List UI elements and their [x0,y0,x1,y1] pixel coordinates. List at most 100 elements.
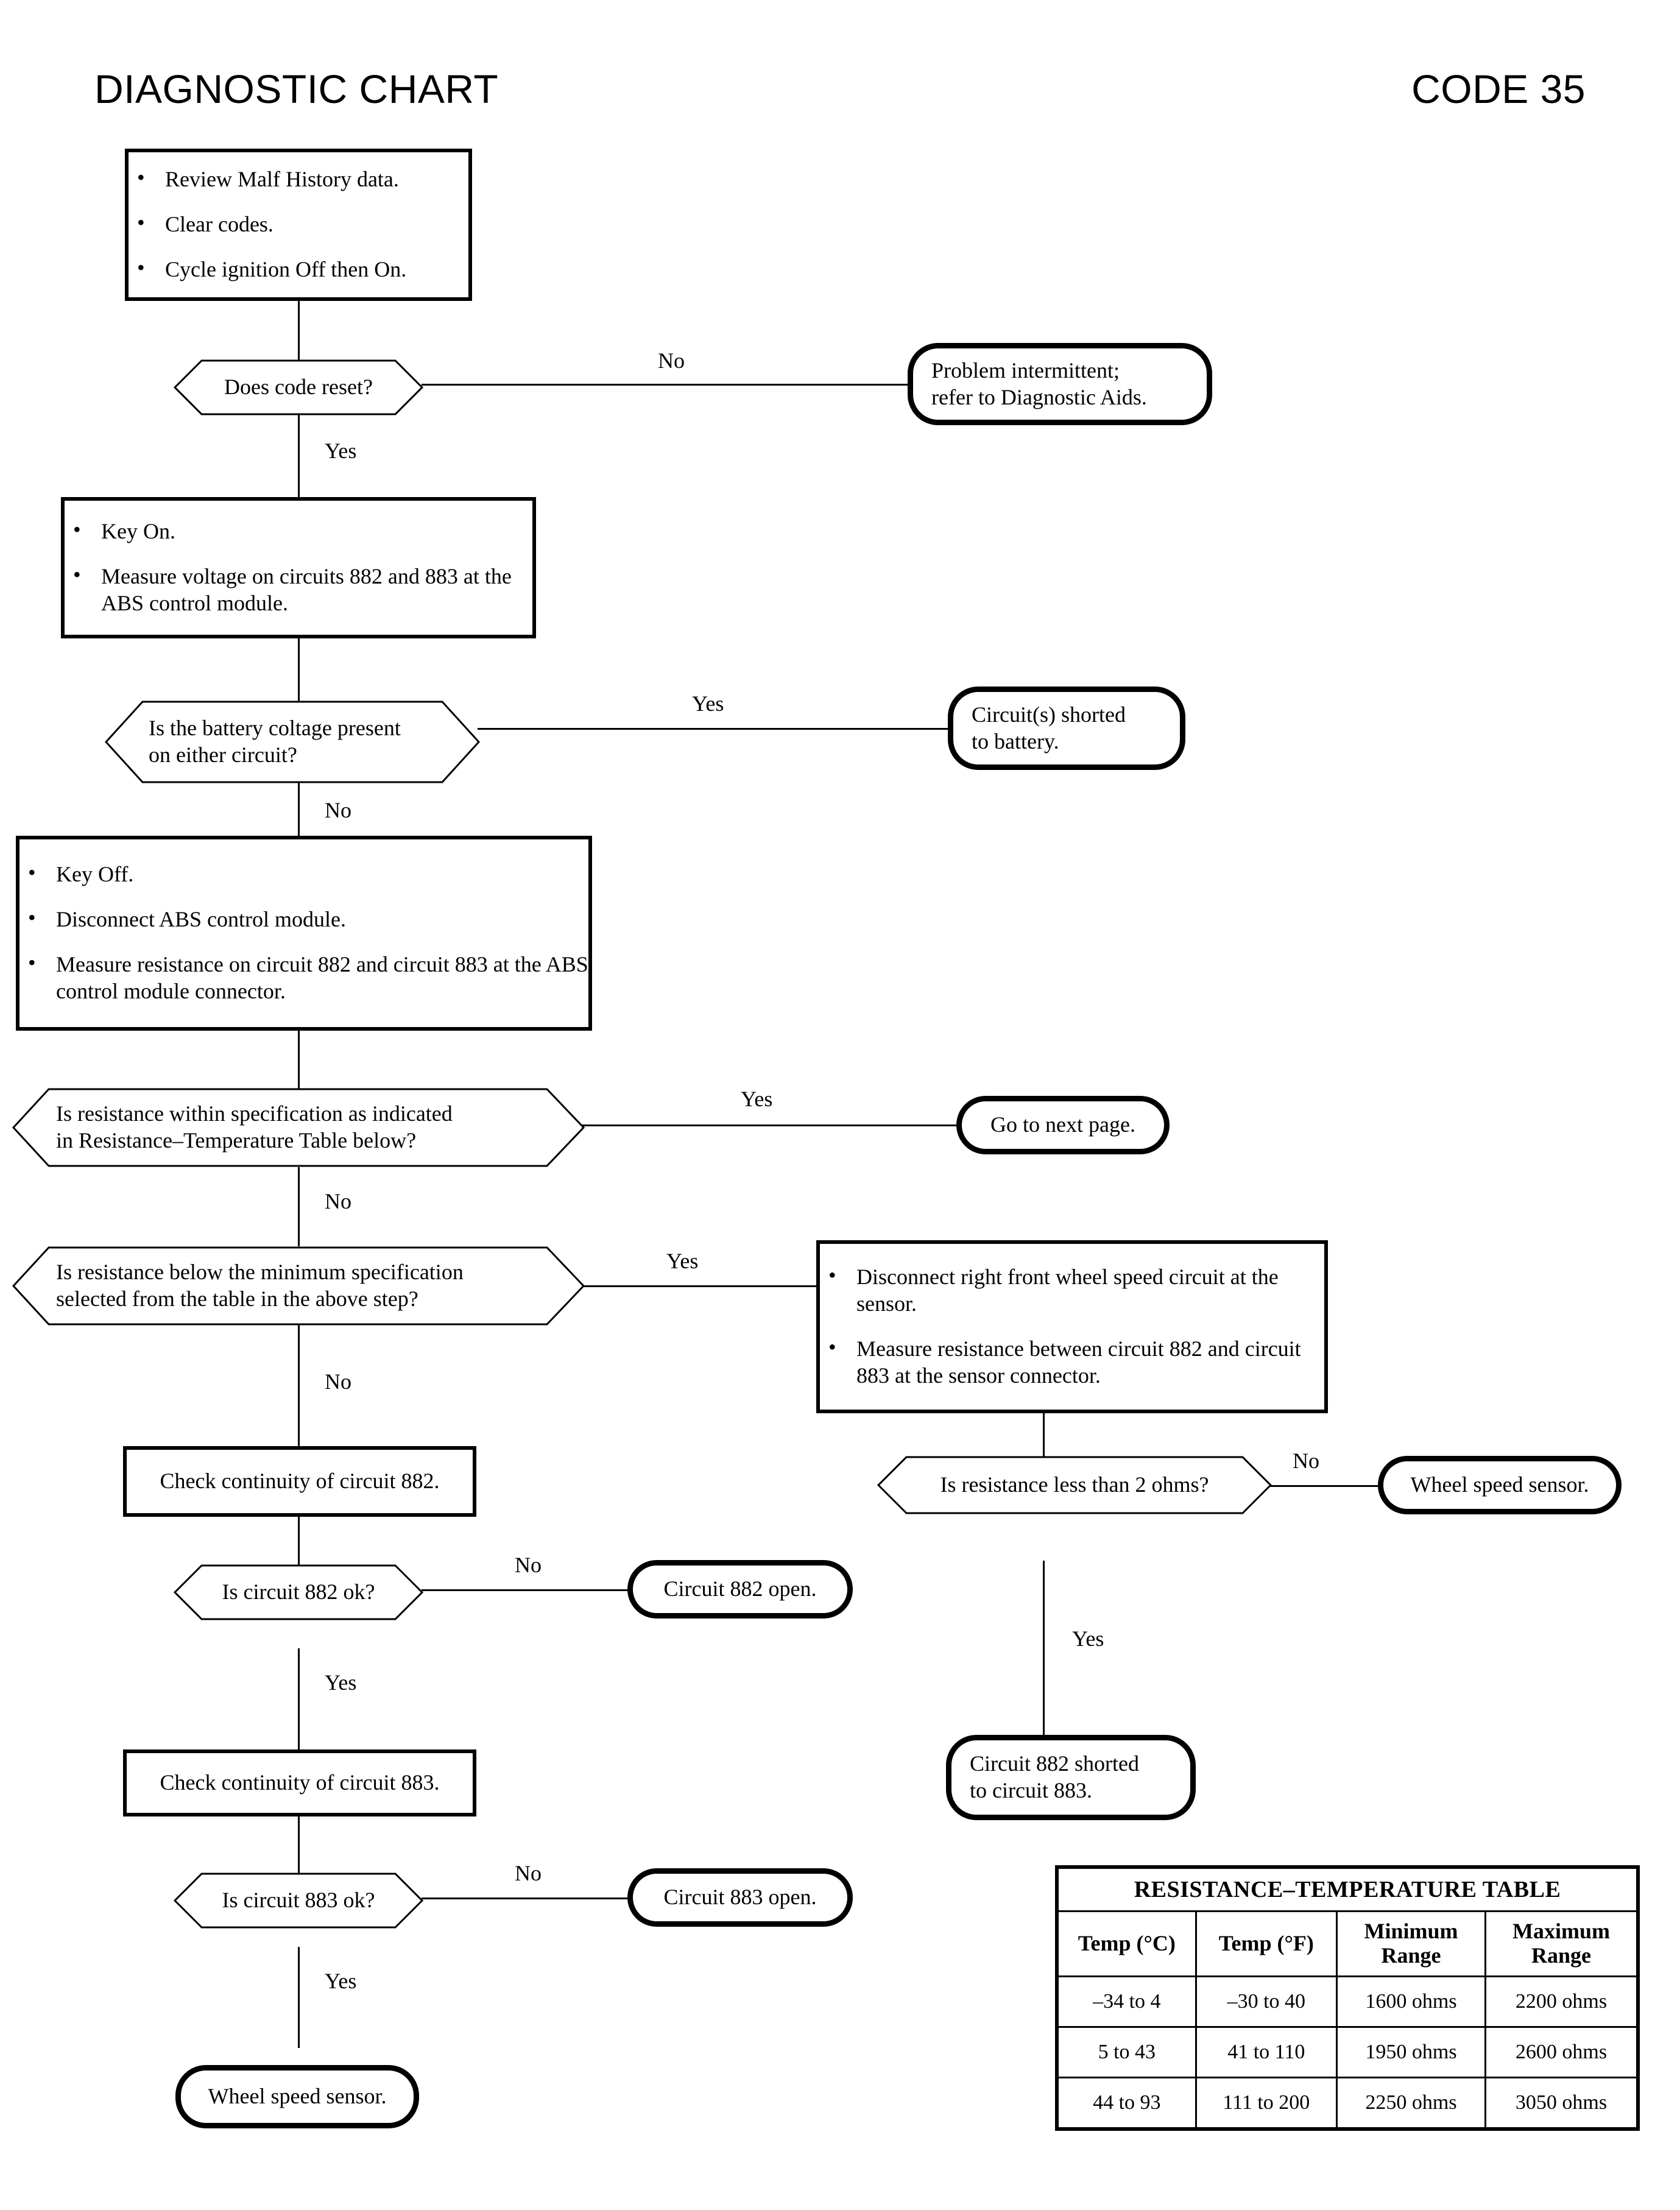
terminator-wheel-speed-sensor-left: Wheel speed sensor. [175,2065,419,2128]
column-header-temp-c: Temp (°C) [1057,1910,1197,1977]
terminator-circuit-883-open: Circuit 883 open. [627,1868,853,1927]
process-box-check-continuity-882: Check continuity of circuit 882. [123,1446,476,1517]
decision-line: selected from the table in the above ste… [56,1287,418,1311]
branch-label-d5-yes: Yes [325,1670,357,1695]
list-item: Measure resistance between circuit 882 a… [820,1334,1324,1389]
connector-d6-no [422,1898,629,1899]
terminator-label: Go to next page. [990,1112,1135,1137]
table-title: RESISTANCE–TEMPERATURE TABLE [1057,1867,1638,1912]
process-box-initial-checks: Review Malf History data. Clear codes. C… [125,149,472,301]
hexagon-outline [174,1873,423,1929]
decision-label: Is resistance below the minimum specific… [12,1246,585,1326]
decision-line: Is the battery coltage present [149,716,401,741]
process-box-disconnect-sensor: Disconnect right front wheel speed circu… [816,1240,1328,1413]
connector-d7-to-t8 [1043,1561,1045,1737]
terminator-circuit-882-open: Circuit 882 open. [627,1560,853,1619]
header-line: Temp (°C) [1078,1931,1176,1956]
diagnostic-code: CODE 35 [1411,66,1586,111]
bullet-list: Key On. Measure voltage on circuits 882 … [65,517,532,617]
bullet-list: Key Off. Disconnect ABS control module. … [19,860,588,1005]
terminator-line: refer to Diagnostic Aids. [931,384,1147,409]
branch-label-d2-no: No [325,798,351,822]
list-item: Disconnect ABS control module. [19,905,588,933]
table-cell: 3050 ohms [1484,2077,1638,2129]
terminator-label: Problem intermittent; refer to Diagnosti… [931,358,1147,411]
decision-label: Is circuit 883 ok? [222,1888,375,1913]
table-cell: –30 to 40 [1195,1975,1338,2028]
table-row: –34 to 4 –30 to 40 1600 ohms 2200 ohms [1057,1975,1638,2028]
column-header-temp-f: Temp (°F) [1195,1910,1338,1977]
branch-label-d4-yes: Yes [666,1249,699,1273]
terminator-label: Circuit(s) shorted to battery. [972,702,1126,755]
terminator-label: Circuit 882 open. [663,1576,817,1601]
table-body: –34 to 4 –30 to 40 1600 ohms 2200 ohms 5… [1057,1975,1638,2129]
hexagon-outline [877,1456,1272,1514]
terminator-line: Circuit 882 shorted [970,1751,1139,1776]
resistance-temperature-table: RESISTANCE–TEMPERATURE TABLE Temp (°C) T… [1055,1865,1640,2131]
decision-line: Is resistance below the minimum specific… [56,1260,464,1285]
connector-d6-to-t6 [298,1947,300,2048]
hexagon-outline [12,1246,585,1326]
branch-label-d7-no: No [1293,1449,1319,1473]
decision-line: Is resistance within specification as in… [56,1101,453,1126]
list-item: Key On. [65,517,532,545]
hexagon-outline [105,701,480,783]
decision-label: Does code reset? [224,375,373,400]
bullet-list: Disconnect right front wheel speed circu… [820,1262,1324,1389]
process-box-measure-voltage: Key On. Measure voltage on circuits 882 … [61,497,536,638]
list-item: Measure voltage on circuits 882 and 883 … [65,562,532,617]
table-header-row: Temp (°C) Temp (°F) Minimum Range Maximu… [1057,1910,1638,1977]
decision-does-code-reset: Does code reset? [174,359,423,415]
decision-label: Is circuit 882 ok? [222,1580,375,1605]
decision-line: in Resistance–Temperature Table below? [56,1128,417,1153]
connector-d5-no [422,1589,629,1591]
decision-line: on either circuit? [149,743,297,767]
terminator-circuit-882-shorted-to-883: Circuit 882 shorted to circuit 883. [946,1735,1196,1820]
table-cell: 111 to 200 [1195,2077,1338,2129]
terminator-line: to battery. [972,729,1059,754]
terminator-circuits-shorted-to-battery: Circuit(s) shorted to battery. [948,687,1185,770]
connector-step6-to-d6 [298,1814,300,1890]
list-item: Cycle ignition Off then On. [129,255,468,283]
column-header-minimum-range: Minimum Range [1336,1910,1486,1977]
connector-step1-to-d1 [298,300,300,361]
branch-label-d5-no: No [515,1553,542,1577]
decision-resistance-within-spec: Is resistance within specification as in… [12,1088,585,1167]
connector-d2-to-step3 [298,782,300,837]
process-box-check-continuity-883: Check continuity of circuit 883. [123,1749,476,1816]
hexagon-outline [12,1088,585,1167]
decision-resistance-below-minimum: Is resistance below the minimum specific… [12,1246,585,1326]
list-item: Clear codes. [129,210,468,238]
header-line: Maximum [1512,1919,1610,1944]
table-row: 5 to 43 41 to 110 1950 ohms 2600 ohms [1057,2026,1638,2078]
table-cell: 2600 ohms [1484,2026,1638,2078]
terminator-label: Wheel speed sensor. [1410,1472,1589,1497]
bullet-list: Review Malf History data. Clear codes. C… [129,164,468,283]
branch-label-d1-yes: Yes [325,439,357,463]
connector-step2-to-d2 [298,637,300,719]
process-box-measure-resistance: Key Off. Disconnect ABS control module. … [16,836,592,1031]
connector-step3-to-d3 [298,1029,300,1089]
table-cell: 2250 ohms [1336,2077,1486,2129]
terminator-label: Circuit 883 open. [663,1885,817,1910]
connector-d2-yes [478,728,950,730]
header-line: Minimum [1364,1919,1458,1944]
header-line: Range [1381,1943,1441,1968]
terminator-label: Wheel speed sensor. [208,2084,387,2109]
branch-label-d3-yes: Yes [741,1087,773,1111]
decision-label: Is resistance within specification as in… [12,1088,585,1167]
terminator-label: Circuit 882 shorted to circuit 883. [970,1751,1139,1804]
decision-label: Is the battery coltage present on either… [105,701,480,783]
table-row: 44 to 93 111 to 200 2250 ohms 3050 ohms [1057,2077,1638,2129]
table-cell: –34 to 4 [1057,1975,1197,2028]
connector-d7-no [1270,1485,1380,1487]
terminator-line: to circuit 883. [970,1778,1092,1802]
connector-d1-to-step2 [298,414,300,501]
table-title-row: RESISTANCE–TEMPERATURE TABLE [1057,1867,1638,1912]
connector-step5-to-d5 [298,1516,300,1592]
terminator-go-to-next-page: Go to next page. [956,1096,1170,1154]
terminator-wheel-speed-sensor-right: Wheel speed sensor. [1378,1456,1622,1514]
branch-label-d2-yes: Yes [692,691,724,716]
table-cell: 1600 ohms [1336,1975,1486,2028]
